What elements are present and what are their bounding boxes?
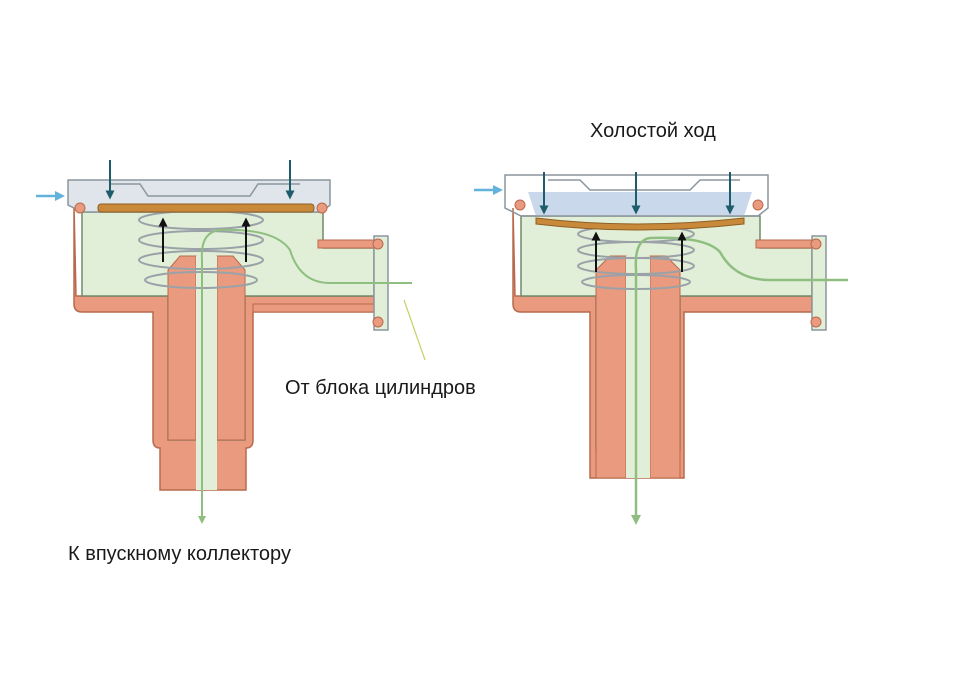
leader-line: [403, 299, 426, 361]
vertical-passage: [626, 256, 650, 478]
flow-arrow-icon: [631, 236, 848, 525]
diaphragm-icon: [535, 217, 745, 231]
inner-nozzle-left: [167, 255, 197, 441]
side-pipe-top-wall: [317, 239, 375, 249]
inner-nozzle-right: [216, 255, 246, 441]
diaphragm-icon: [97, 203, 315, 213]
side-flange: [811, 235, 827, 331]
side-pipe-top-wall: [755, 239, 813, 249]
flange-bolt-top: [810, 238, 822, 250]
side-pipe-bottom-wall: [252, 303, 375, 313]
flow-arrow-icon: [198, 228, 412, 524]
valve-cap: [504, 174, 769, 217]
flange-bolt-bottom: [810, 316, 822, 328]
cap-ribs: [548, 179, 740, 191]
vertical-passage: [196, 256, 217, 490]
cap-ribs: [110, 183, 300, 197]
flange-bolt-top: [372, 238, 384, 250]
idle-mode-title: Холостой ход: [590, 120, 716, 142]
valve-left: [36, 160, 426, 524]
vacuum-zone: [528, 192, 752, 216]
from-cylinder-block-label: От блока цилиндров: [285, 377, 476, 399]
valve-right: [474, 172, 848, 525]
to-intake-manifold-label: К впускному коллектору: [68, 543, 291, 565]
flange-bolt-bottom: [372, 316, 384, 328]
